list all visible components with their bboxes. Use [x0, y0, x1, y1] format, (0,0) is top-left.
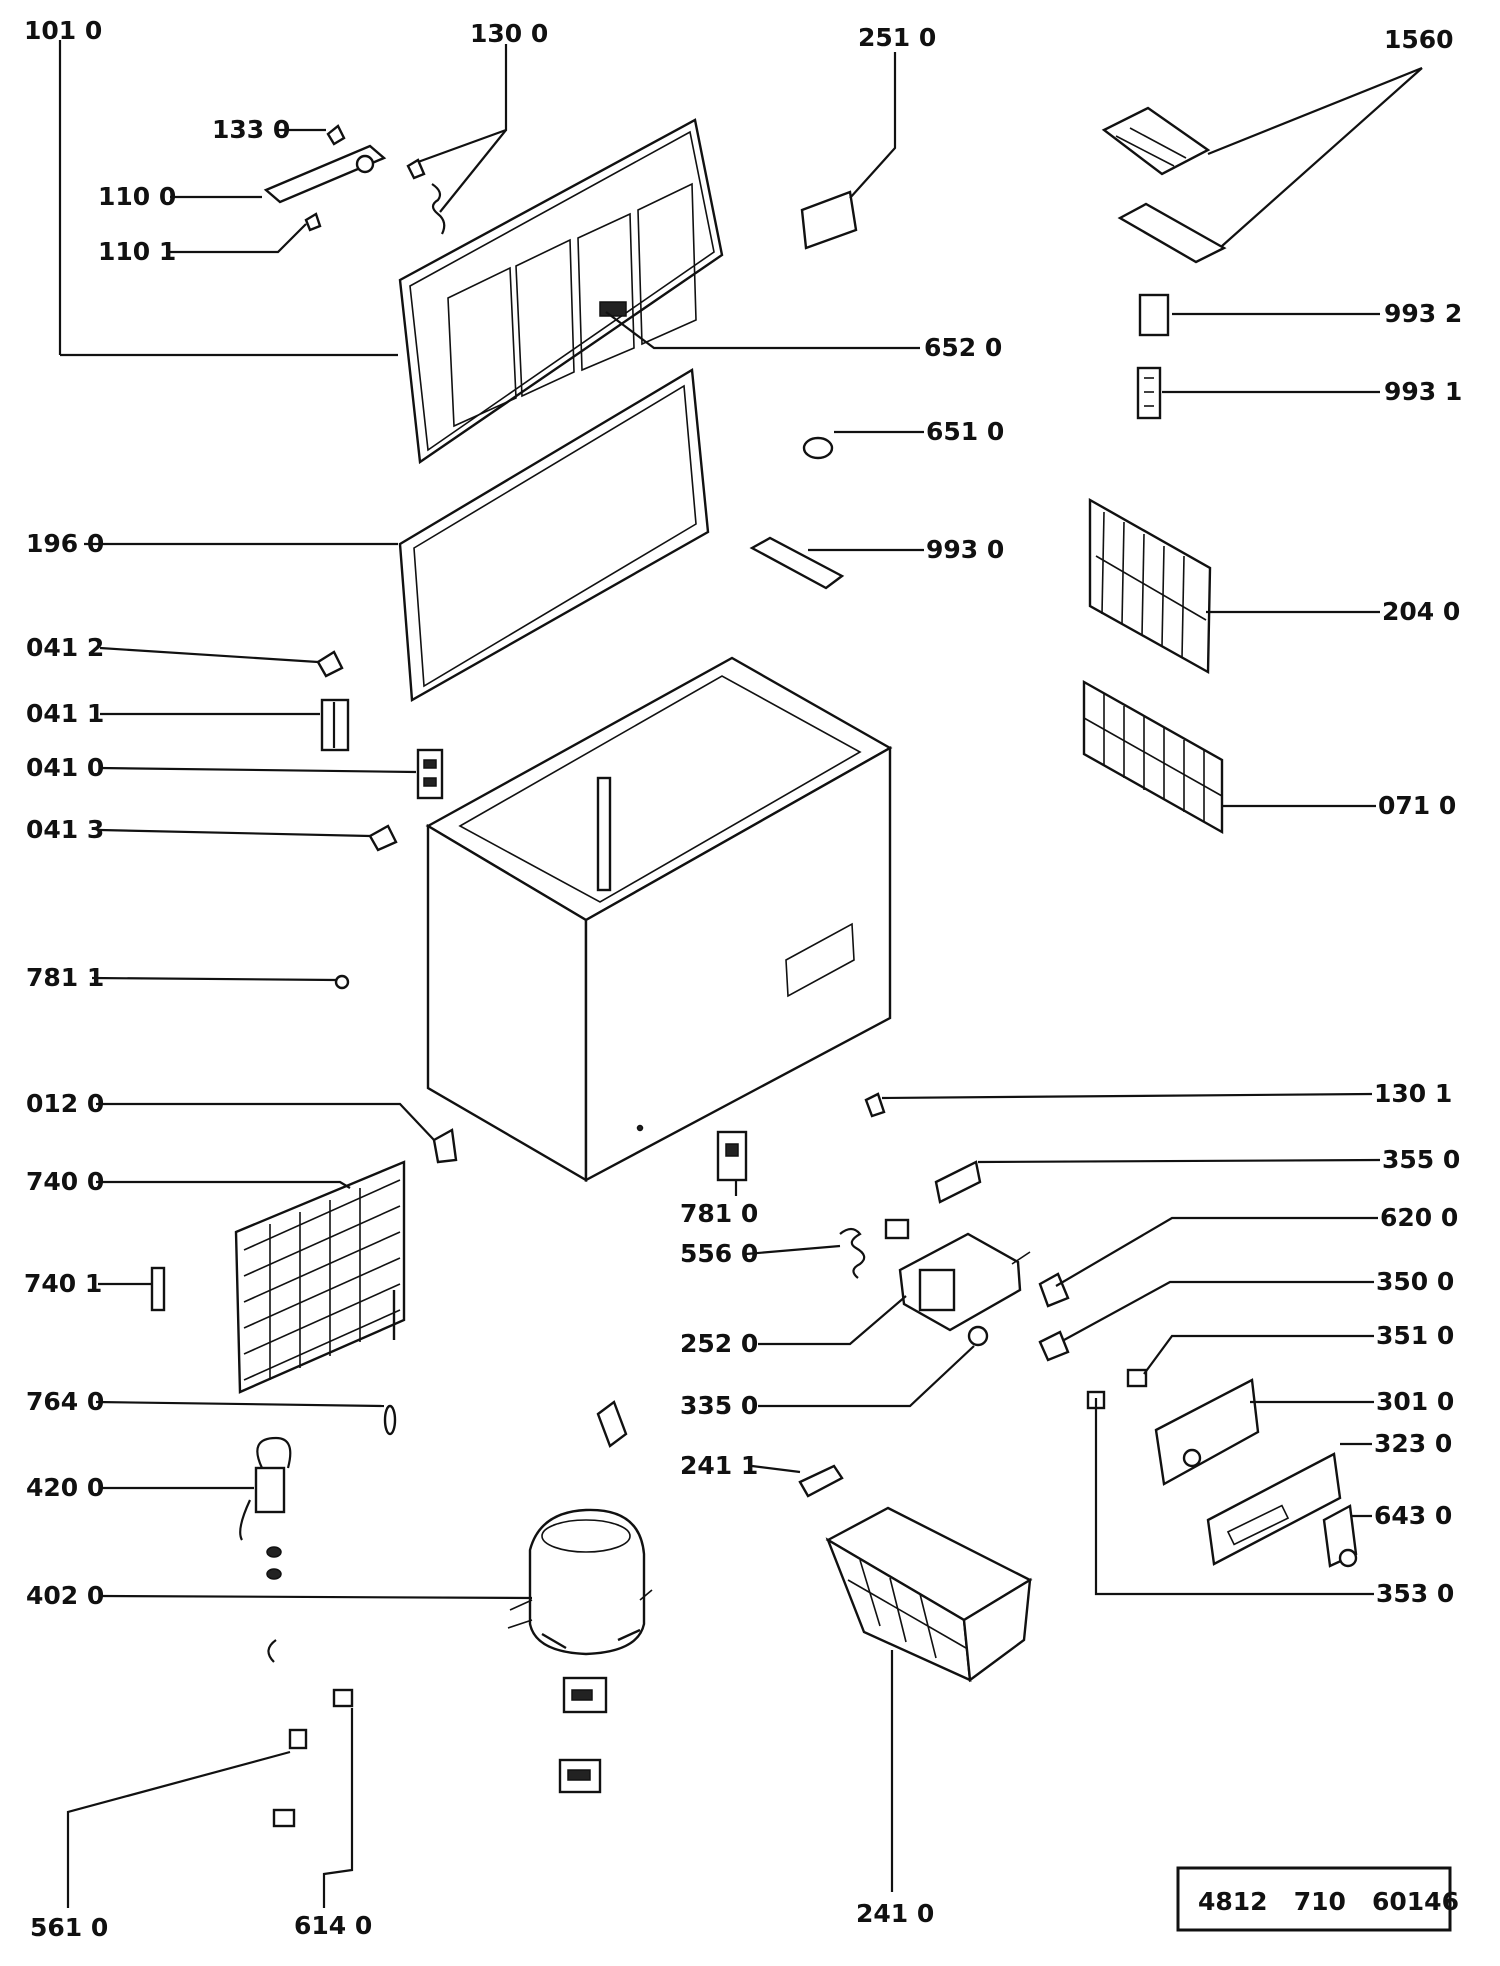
label-3010: 301 0	[1376, 1387, 1454, 1416]
label-1300: 130 0	[470, 19, 548, 48]
hinge-part-0411	[320, 698, 350, 752]
label-7640: 764 0	[26, 1387, 104, 1416]
label-1560: 1560	[1384, 25, 1454, 54]
condenser-part	[234, 1160, 406, 1394]
hinge-part-0410	[416, 748, 444, 800]
label-0410: 041 0	[26, 753, 104, 782]
part-9932	[1138, 293, 1170, 337]
label-6140: 614 0	[294, 1911, 372, 1940]
part-6200	[1038, 1272, 1070, 1308]
label-7400: 740 0	[26, 1167, 104, 1196]
part-3510	[1126, 1368, 1148, 1388]
label-6200: 620 0	[1380, 1203, 1458, 1232]
label-0413: 041 3	[26, 815, 104, 844]
label-2520: 252 0	[680, 1329, 758, 1358]
ice-tray-part	[1101, 106, 1211, 176]
part-6430	[1322, 1504, 1358, 1568]
label-5560: 556 0	[680, 1239, 758, 1268]
label-0412: 041 2	[26, 633, 104, 662]
label-9932: 993 2	[1384, 299, 1462, 328]
label-5610: 561 0	[30, 1913, 108, 1942]
bracket-part-0412	[316, 650, 344, 678]
part-2411	[798, 1464, 844, 1498]
label-3230: 323 0	[1374, 1429, 1452, 1458]
label-0411: 041 1	[26, 699, 104, 728]
label-6430: 643 0	[1374, 1501, 1452, 1530]
part-7810	[716, 1130, 748, 1182]
label-2510: 251 0	[858, 23, 936, 52]
label-1330: 133 0	[212, 115, 290, 144]
panel-part-3010	[1154, 1378, 1260, 1486]
label-3350: 335 0	[680, 1391, 758, 1420]
foot-part-0120	[432, 1128, 458, 1164]
label-2411: 241 1	[680, 1451, 758, 1480]
cap-part-1101	[304, 212, 322, 232]
label-0120: 012 0	[26, 1089, 104, 1118]
label-1101: 110 1	[98, 237, 176, 266]
label-3550: 355 0	[1382, 1145, 1460, 1174]
thermostat-housing-part-2520	[898, 1232, 1031, 1332]
part-3550	[934, 1160, 982, 1204]
label-1960: 196 0	[26, 529, 104, 558]
relay-part	[239, 1436, 292, 1541]
part-7640	[383, 1404, 397, 1436]
basket-part	[825, 1506, 1033, 1683]
label-4020: 402 0	[26, 1581, 104, 1610]
label-7401: 740 1	[24, 1269, 102, 1298]
label-4200: 420 0	[26, 1473, 104, 1502]
gasket-part	[398, 368, 710, 702]
screw-part-1330	[326, 124, 346, 146]
label-9930: 993 0	[926, 535, 1004, 564]
leader-lines	[58, 40, 1423, 1908]
plug-part-7811	[334, 974, 350, 990]
label-1301: 130 1	[1374, 1079, 1452, 1108]
document-number-box: 4812 710 60146	[1176, 1866, 1459, 1932]
grille-part-0710	[1082, 679, 1224, 835]
label-6510: 651 0	[926, 417, 1004, 446]
part-1301	[864, 1092, 886, 1118]
label-3510: 351 0	[1376, 1321, 1454, 1350]
label-3500: 350 0	[1376, 1267, 1454, 1296]
document-number: 4812 710 60146	[1198, 1887, 1459, 1916]
label-1010: 101 0	[24, 16, 102, 45]
label-0710: 071 0	[1378, 791, 1456, 820]
bracket-part-top	[596, 1400, 628, 1448]
clip-part	[267, 1639, 277, 1663]
cover-parts	[558, 1676, 608, 1794]
label-9931: 993 1	[1384, 377, 1462, 406]
label-2040: 204 0	[1382, 597, 1460, 626]
bracket-part-0413	[368, 824, 398, 852]
part-9930	[749, 536, 845, 590]
scraper-part	[1117, 202, 1227, 264]
lid-part	[398, 118, 724, 465]
part-3500	[1038, 1330, 1070, 1362]
label-1100: 110 0	[98, 182, 176, 211]
spring-part-5560	[839, 1218, 910, 1279]
grille-part-2040	[1088, 497, 1212, 675]
part-9931	[1136, 366, 1162, 420]
grommet-parts	[266, 1546, 282, 1580]
label-2410: 241 0	[856, 1899, 934, 1928]
label-3530: 353 0	[1376, 1579, 1454, 1608]
panel-part-3230	[1206, 1452, 1342, 1566]
cabinet-part	[425, 656, 893, 1183]
label-7810: 781 0	[680, 1199, 758, 1228]
screw-spring-part-1300	[406, 158, 446, 235]
bracket-part-7401	[150, 1266, 166, 1312]
compressor-part	[507, 1508, 653, 1656]
small-parts-bottom	[272, 1688, 354, 1828]
hinge-bar-part	[263, 144, 387, 204]
label-6520: 652 0	[924, 333, 1002, 362]
knob-part-3350	[967, 1325, 989, 1347]
label-7811: 781 1	[26, 963, 104, 992]
part-6510	[802, 436, 834, 460]
part-2510	[800, 190, 858, 250]
